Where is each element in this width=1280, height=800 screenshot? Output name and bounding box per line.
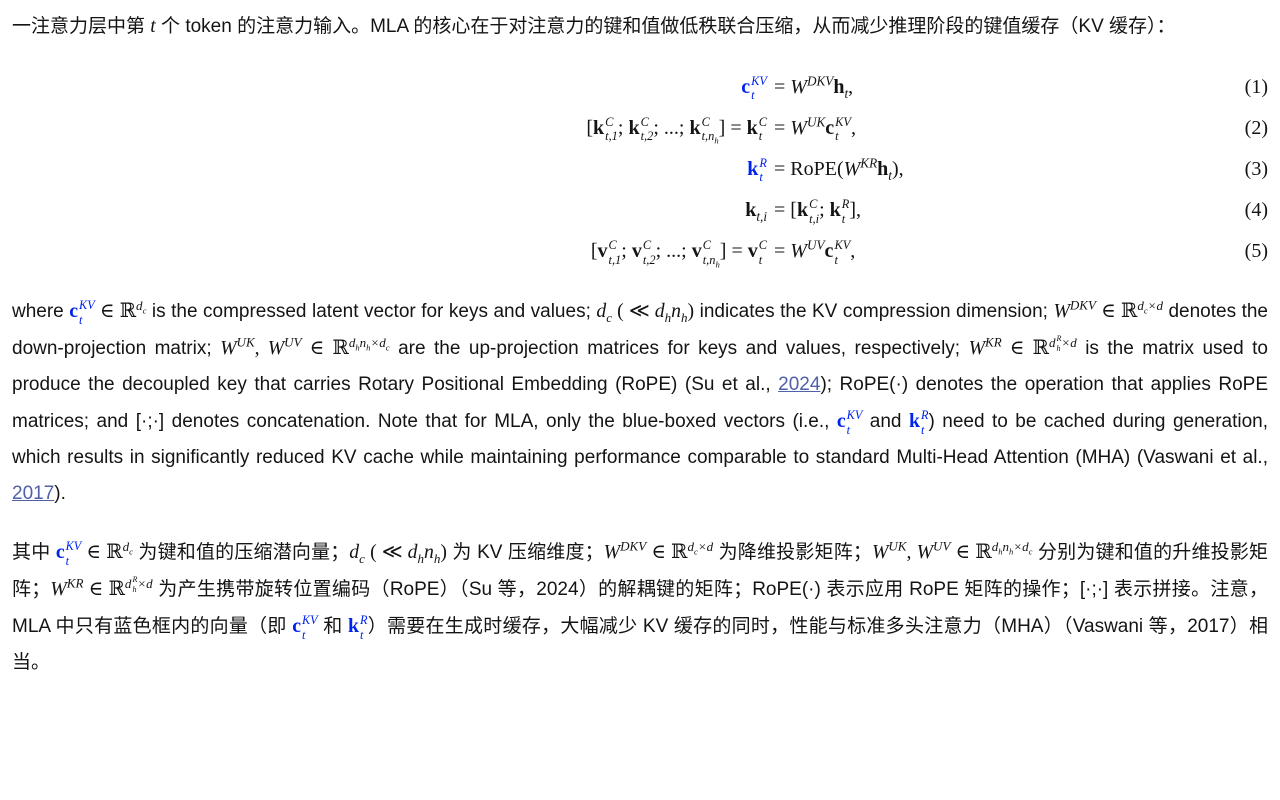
equation-number: (1) bbox=[1244, 76, 1268, 99]
equation-number: (4) bbox=[1244, 199, 1268, 222]
equation-rhs: = WDKVht, bbox=[774, 73, 854, 102]
intro-paragraph-zh: 一注意力层中第 t 个 token 的注意力输入。MLA 的核心在于对注意力的键… bbox=[12, 15, 1176, 37]
equation-number: (2) bbox=[1244, 117, 1268, 140]
equation-rhs: = RoPE(WKRht), bbox=[774, 155, 904, 184]
equation-number: (5) bbox=[1244, 240, 1268, 263]
citation-su-2024[interactable]: 2024 bbox=[778, 374, 821, 396]
equation-lhs: kt,i bbox=[745, 199, 767, 225]
citation-vaswani-2017[interactable]: 2017 bbox=[12, 483, 55, 505]
equation-number: (3) bbox=[1244, 158, 1268, 181]
